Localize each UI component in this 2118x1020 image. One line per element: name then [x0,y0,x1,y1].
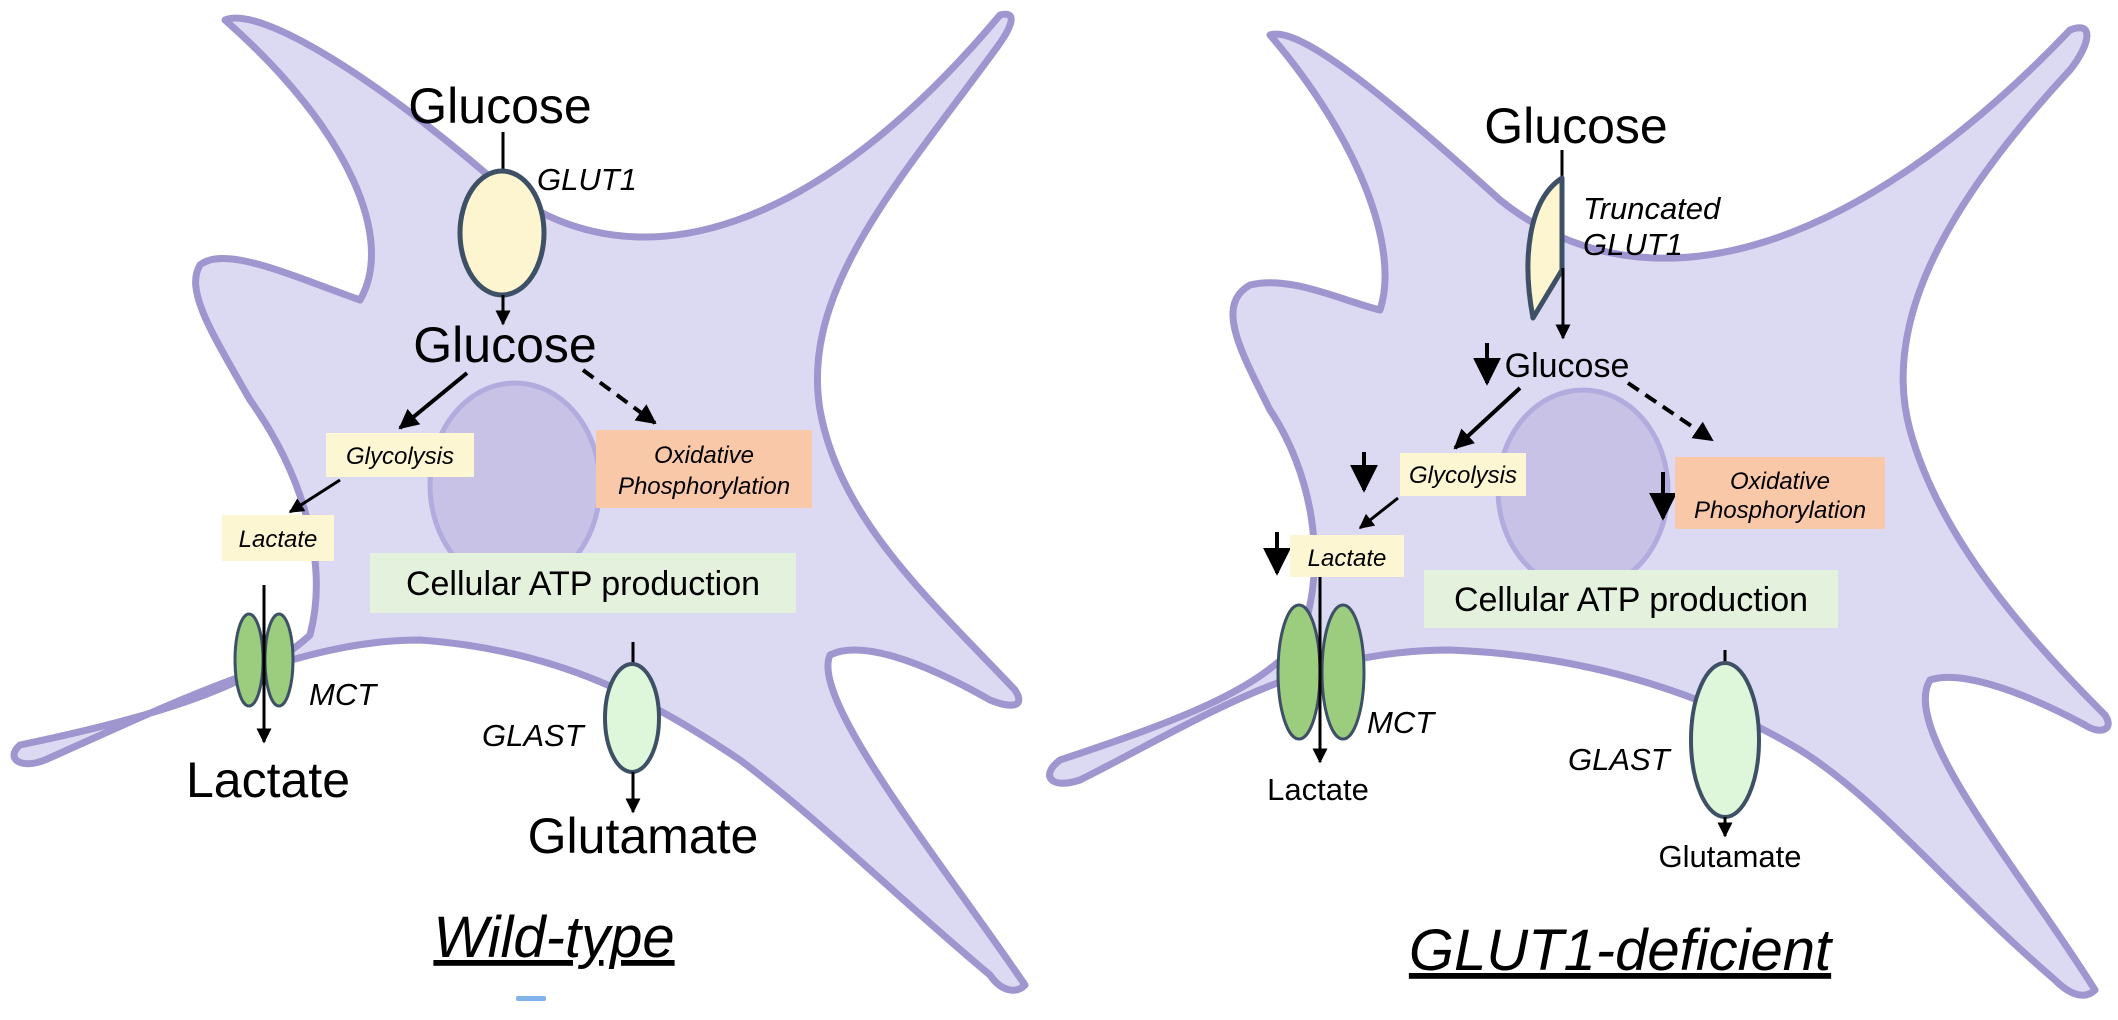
truncated-glut1-label-line2: GLUT1 [1583,227,1683,262]
panel-title-glut1-deficient: GLUT1-deficient [1409,918,1834,983]
atp-box [370,553,796,613]
glucose-inside-label: Glucose [413,317,596,373]
atp-box [1424,570,1838,628]
glutamate-label: Glutamate [528,808,759,864]
truncated-glut1-transporter [1525,175,1565,321]
oxphos-dashed-arrow [581,368,657,425]
glycolysis-label: Glycolysis [346,443,454,470]
glycolysis-box [1400,453,1526,496]
glucose-outside-label: Glucose [1484,98,1667,154]
panel-title-wild-type: Wild-type [433,905,674,970]
glycolysis-box [326,433,474,477]
glucose-outside-label: Glucose [408,78,591,134]
glut1-label: GLUT1 [537,162,637,197]
oxphos-label-line2: Phosphorylation [1694,497,1866,524]
glycolysis-arrow [398,371,469,430]
lactate-box [222,515,334,561]
lactate-inside-label: Lactate [1308,545,1387,572]
mct-transporter-right [1320,603,1366,741]
glycolysis-arrow [1453,386,1522,450]
lactate-production-arrow [288,478,341,514]
glast-transporter [603,662,661,774]
blue-mark [516,996,546,1001]
atp-label: Cellular ATP production [406,565,760,603]
glast-transporter [1689,661,1761,819]
lactate-inside-label: Lactate [239,526,318,553]
mct-label: MCT [1367,705,1436,740]
glast-label: GLAST [1568,742,1672,777]
oxphos-label-line1: Oxidative [1730,468,1830,495]
oxphos-label-line2: Phosphorylation [618,473,790,500]
mct-transporter-right [263,612,295,708]
lactate-production-arrow [1358,496,1399,530]
glycolysis-label: Glycolysis [1409,462,1517,489]
oxphos-label-line1: Oxidative [654,442,754,469]
atp-label: Cellular ATP production [1454,581,1808,619]
mct-label: MCT [309,677,378,712]
oxphos-box [1675,457,1885,529]
panel-wild-type: Glucose GLUT1 Glucose Glycolysis Oxidati… [10,10,1029,1001]
lactate-outside-label: Lactate [186,752,350,808]
oxphos-dashed-arrow [1626,381,1714,442]
mct-transporter-left [1276,603,1322,741]
truncated-glut1-label-line1: Truncated [1583,191,1722,226]
lactate-box [1290,535,1404,577]
mct-transporter-left [233,612,265,708]
panel-glut1-deficient: Glucose Truncated GLUT1 Glucose Glycolys… [1046,24,2112,999]
glucose-inside-label: Glucose [1505,347,1630,385]
lactate-outside-label: Lactate [1267,772,1369,807]
glutamate-label: Glutamate [1658,839,1801,874]
glut1-transporter [457,168,547,298]
glast-label: GLAST [482,718,586,753]
oxphos-box [596,430,812,508]
